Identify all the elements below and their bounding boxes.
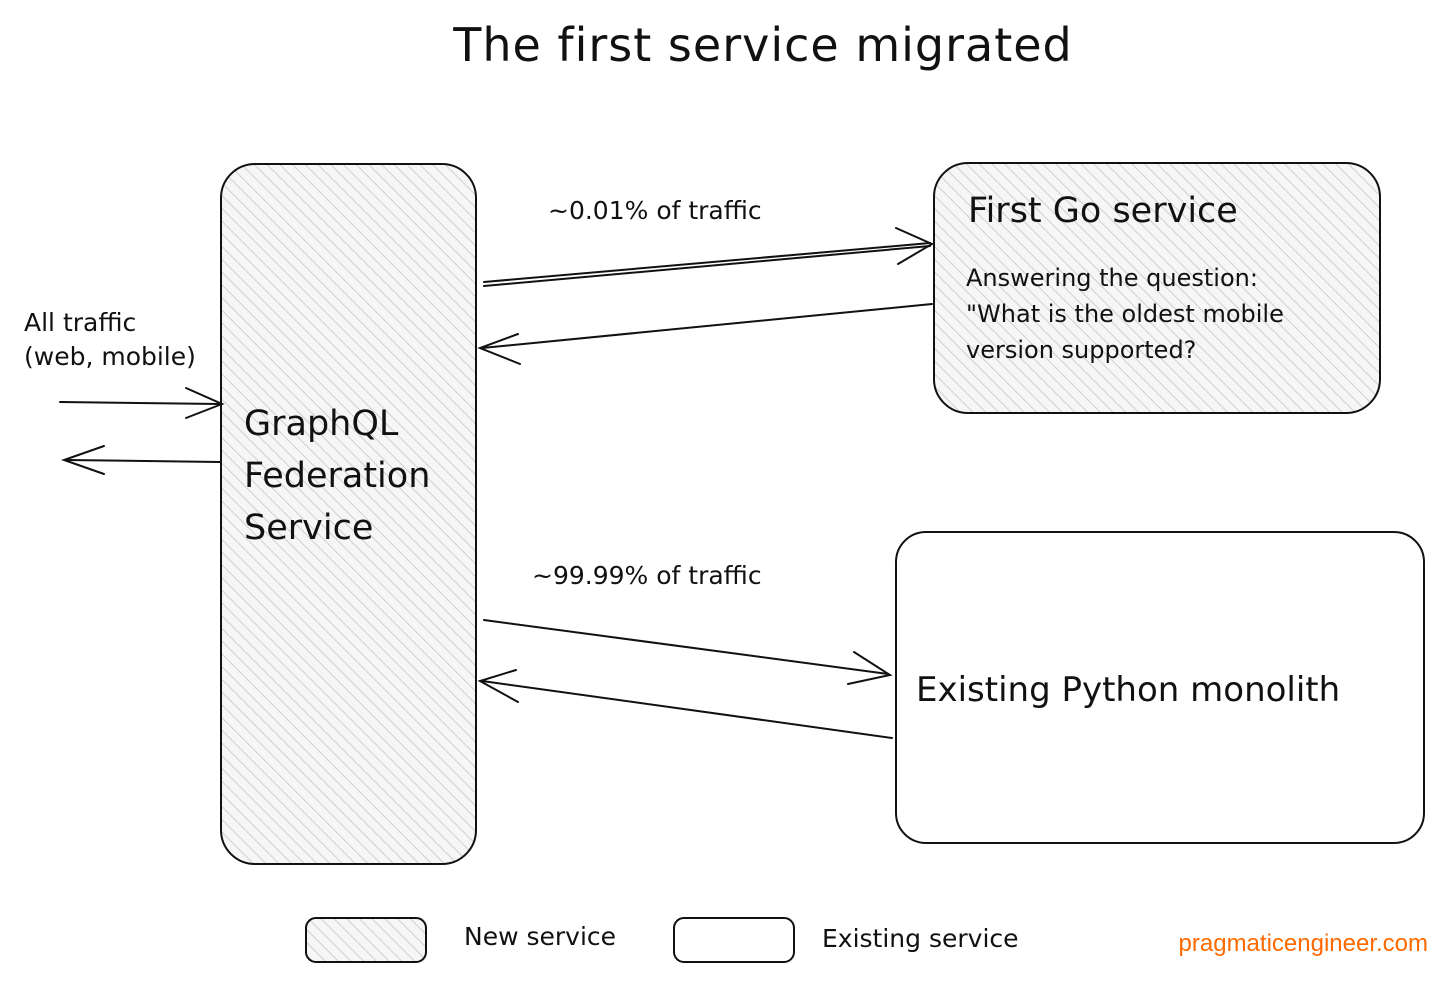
- arrow-go-to-graphql: [477, 303, 933, 365]
- watermark: pragmaticengineer.com: [1178, 930, 1428, 957]
- arrow-graphql-to-monolith: [483, 619, 893, 685]
- go-service-description-line3: version supported?: [966, 336, 1197, 364]
- go-service-title: First Go service: [968, 191, 1238, 231]
- client-inbound-arrow: [59, 387, 225, 419]
- go-service-description-line2: "What is the oldest mobile: [966, 300, 1284, 328]
- graphql-service-label: GraphQL Federation Service: [244, 398, 430, 554]
- legend-new-service-label: New service: [464, 922, 617, 951]
- edge-label-go: ~0.01% of traffic: [548, 196, 762, 225]
- client-traffic-label: All traffic (web, mobile): [24, 306, 196, 374]
- arrow-graphql-to-go: [483, 227, 935, 287]
- go-service-box: [933, 162, 1381, 414]
- legend-new-service-swatch: [305, 917, 427, 963]
- python-monolith-box: [895, 531, 1425, 844]
- legend-existing-service-swatch: [673, 917, 795, 963]
- client-traffic-label-line2: (web, mobile): [24, 342, 196, 371]
- legend-existing-service-label: Existing service: [822, 924, 1019, 953]
- graphql-service-label-line3: Service: [244, 508, 374, 548]
- graphql-service-label-line1: GraphQL: [244, 404, 399, 444]
- graphql-service-box: [220, 163, 477, 865]
- client-traffic-label-line1: All traffic: [24, 308, 137, 337]
- client-outbound-arrow: [60, 445, 221, 475]
- diagram-title: The first service migrated: [453, 18, 1073, 72]
- graphql-service-label-line2: Federation: [244, 456, 431, 496]
- arrow-monolith-to-graphql: [477, 669, 893, 739]
- go-service-description: Answering the question: "What is the old…: [966, 260, 1284, 368]
- python-monolith-title: Existing Python monolith: [916, 670, 1341, 710]
- go-service-description-line1: Answering the question:: [966, 264, 1258, 292]
- edge-label-monolith: ~99.99% of traffic: [532, 561, 762, 590]
